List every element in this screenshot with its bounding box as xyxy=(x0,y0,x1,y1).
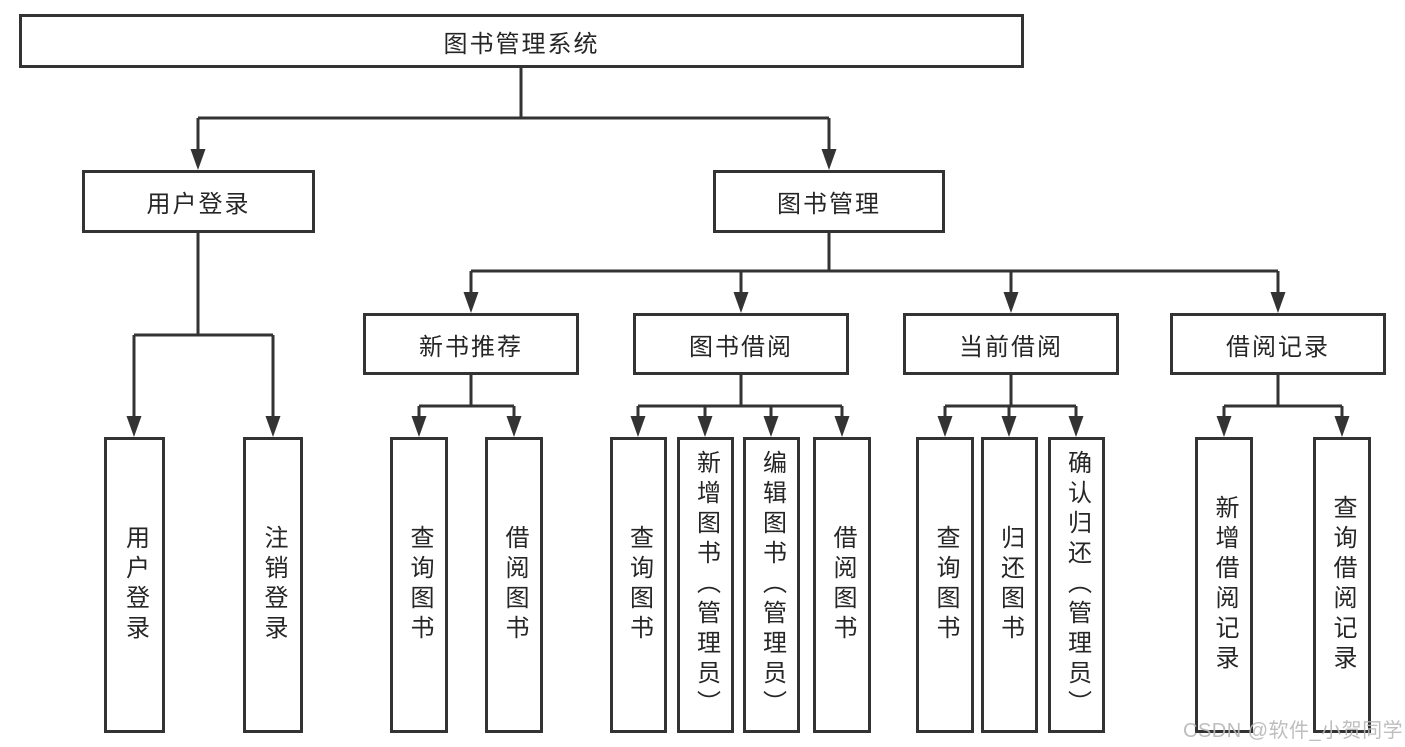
node-new-book-recommendation: 新书推荐 xyxy=(363,313,579,375)
leaf-logout-label: 注销登录 xyxy=(260,525,287,645)
node-user-login: 用户登录 xyxy=(82,170,315,233)
leaf-edit-book-admin: 编辑图书（管理员） xyxy=(743,437,800,733)
leaf-return-book-label: 归还图书 xyxy=(996,525,1024,645)
node-current-borrowing: 当前借阅 xyxy=(903,313,1119,375)
leaf-query-book-current-label: 查询图书 xyxy=(932,525,959,645)
leaf-add-book-admin: 新增图书（管理员） xyxy=(677,437,734,733)
leaf-user-login-label: 用户登录 xyxy=(121,525,149,645)
leaf-logout: 注销登录 xyxy=(243,437,303,733)
leaf-add-borrow-record-label: 新增借阅记录 xyxy=(1211,495,1238,675)
node-borrowing-records-label: 借阅记录 xyxy=(1226,333,1330,361)
leaf-query-borrow-record: 查询借阅记录 xyxy=(1313,437,1371,733)
node-book-borrowing: 图书借阅 xyxy=(633,313,849,375)
leaf-query-book-borrowing-label: 查询图书 xyxy=(625,525,653,645)
leaf-query-borrow-record-label: 查询借阅记录 xyxy=(1329,495,1356,675)
leaf-borrow-book-borrowing: 借阅图书 xyxy=(813,437,871,733)
leaf-query-book-current: 查询图书 xyxy=(916,437,974,733)
node-book-management-label: 图书管理 xyxy=(777,191,881,218)
leaf-add-book-admin-label: 新增图书（管理员） xyxy=(692,450,720,720)
leaf-borrow-book-borrowing-label: 借阅图书 xyxy=(829,525,856,645)
leaf-borrow-book-recommendation-label: 借阅图书 xyxy=(501,525,528,645)
node-root: 图书管理系统 xyxy=(19,14,1024,68)
leaf-query-book-recommendation: 查询图书 xyxy=(390,437,448,733)
node-borrowing-records: 借阅记录 xyxy=(1170,313,1386,375)
leaf-confirm-return-admin-label: 确认归还（管理员） xyxy=(1063,450,1091,720)
node-book-management: 图书管理 xyxy=(713,170,945,233)
node-root-label: 图书管理系统 xyxy=(443,30,600,58)
leaf-add-borrow-record: 新增借阅记录 xyxy=(1195,437,1253,733)
node-current-borrowing-label: 当前借阅 xyxy=(959,333,1063,361)
node-new-book-recommendation-label: 新书推荐 xyxy=(419,333,523,361)
leaf-query-book-recommendation-label: 查询图书 xyxy=(406,525,433,645)
leaf-query-book-borrowing: 查询图书 xyxy=(610,437,667,733)
leaf-user-login: 用户登录 xyxy=(104,437,165,733)
node-book-borrowing-label: 图书借阅 xyxy=(689,333,793,361)
leaf-borrow-book-recommendation: 借阅图书 xyxy=(485,437,543,733)
leaf-edit-book-admin-label: 编辑图书（管理员） xyxy=(758,450,786,720)
node-user-login-label: 用户登录 xyxy=(146,191,251,218)
leaf-confirm-return-admin: 确认归还（管理员） xyxy=(1048,437,1105,733)
leaf-return-book: 归还图书 xyxy=(981,437,1038,733)
